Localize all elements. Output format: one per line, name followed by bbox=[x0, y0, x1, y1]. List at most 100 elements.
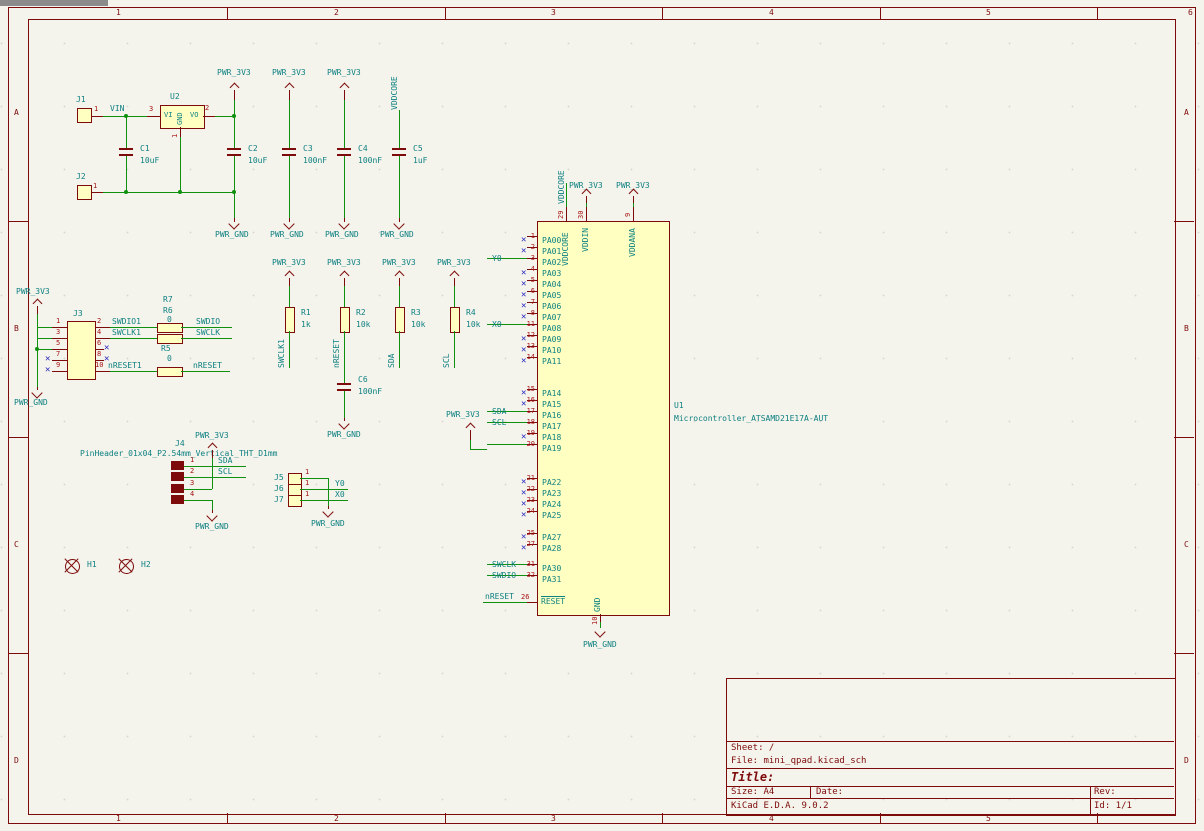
r2-resistor-body[interactable] bbox=[340, 307, 350, 333]
c5-capacitor-plate[interactable] bbox=[392, 148, 406, 150]
r7-resistor-body[interactable] bbox=[157, 334, 183, 344]
u1-pin-row[interactable]: ✕ 22 PA23 bbox=[487, 486, 561, 500]
r5-resistor-body[interactable] bbox=[157, 367, 183, 377]
j2-reference[interactable]: J2 bbox=[76, 172, 86, 181]
title-block-id[interactable]: Id: 1/1 bbox=[1094, 801, 1132, 811]
net-label[interactable]: Y0 bbox=[492, 254, 502, 263]
j6-reference[interactable]: J6 bbox=[274, 484, 284, 493]
u1-pin-row[interactable]: ✕ 24 PA25 bbox=[487, 508, 561, 522]
r3-reference[interactable]: R3 bbox=[411, 308, 421, 317]
u1-pin-row[interactable]: ✕ 12 PA09 bbox=[487, 332, 561, 346]
net-label-sda[interactable]: SDA bbox=[387, 353, 396, 368]
c6-capacitor-plate[interactable] bbox=[337, 389, 351, 391]
power-label-gnd[interactable]: PWR_GND bbox=[327, 430, 361, 439]
j3-reference[interactable]: J3 bbox=[73, 309, 83, 318]
u1-pin-row[interactable]: ✕ 16 PA15 bbox=[487, 397, 561, 411]
r6-resistor-body[interactable] bbox=[157, 323, 183, 333]
j7-reference[interactable]: J7 bbox=[274, 495, 284, 504]
title-block-rev[interactable]: Rev: bbox=[1094, 787, 1116, 797]
j4-footprint[interactable]: PinHeader_01x04_P2.54mm_Vertical_THT_D1m… bbox=[80, 449, 278, 458]
r6-reference[interactable]: R6 bbox=[163, 306, 173, 315]
r4-resistor-body[interactable] bbox=[450, 307, 460, 333]
u1-pin-row[interactable]: 11 X0 PA08 bbox=[487, 320, 561, 335]
net-label-sda[interactable]: SDA bbox=[218, 456, 233, 465]
net-label-swdio[interactable]: SWDIO bbox=[196, 317, 221, 326]
c4-reference[interactable]: C4 bbox=[358, 144, 368, 153]
c3-capacitor-plate[interactable] bbox=[282, 154, 296, 156]
net-label-y0[interactable]: Y0 bbox=[335, 479, 345, 488]
c1-reference[interactable]: C1 bbox=[140, 144, 150, 153]
u2-reference[interactable]: U2 bbox=[170, 92, 180, 101]
power-label-3v3[interactable]: PWR_3V3 bbox=[272, 68, 306, 77]
title-block-title[interactable]: Title: bbox=[731, 770, 775, 784]
r1-resistor-body[interactable] bbox=[285, 307, 295, 333]
j7-connector-body[interactable] bbox=[288, 495, 302, 507]
h2-reference[interactable]: H2 bbox=[141, 560, 151, 569]
net-label-nreset[interactable]: nRESET bbox=[193, 361, 222, 370]
r4-value[interactable]: 10k bbox=[466, 320, 481, 329]
u2-regulator-body[interactable] bbox=[160, 105, 205, 129]
power-label-gnd[interactable]: PWR_GND bbox=[195, 522, 229, 531]
net-label-scl[interactable]: SCL bbox=[218, 467, 233, 476]
power-label-gnd[interactable]: PWR_GND bbox=[325, 230, 359, 239]
c3-reference[interactable]: C3 bbox=[303, 144, 313, 153]
j2-connector-body[interactable] bbox=[77, 185, 92, 200]
power-label-gnd[interactable]: PWR_GND bbox=[583, 640, 617, 649]
j4-pad[interactable] bbox=[171, 495, 184, 504]
r5-reference[interactable]: R5 bbox=[161, 344, 171, 353]
u1-pin-row[interactable]: 18 SCL PA17 bbox=[487, 418, 561, 433]
r3-resistor-body[interactable] bbox=[395, 307, 405, 333]
net-label-swclk[interactable]: SWCLK bbox=[196, 328, 221, 337]
u1-pin-row[interactable]: 17 SDA PA16 bbox=[487, 407, 561, 422]
c6-value[interactable]: 100nF bbox=[358, 387, 383, 396]
power-label-gnd[interactable]: PWR_GND bbox=[215, 230, 249, 239]
power-label-gnd[interactable]: PWR_GND bbox=[14, 398, 48, 407]
c2-value[interactable]: 10uF bbox=[248, 156, 268, 165]
u1-value[interactable]: Microcontroller_ATSAMD21E17A-AUT bbox=[674, 414, 829, 423]
j4-reference[interactable]: J4 bbox=[175, 439, 185, 448]
c3-value[interactable]: 100nF bbox=[303, 156, 328, 165]
j1-reference[interactable]: J1 bbox=[76, 95, 86, 104]
title-block-file[interactable]: File: mini_qpad.kicad_sch bbox=[731, 756, 867, 766]
r2-value[interactable]: 10k bbox=[356, 320, 371, 329]
u1-pin-row[interactable]: ✕ 14 PA11 bbox=[487, 354, 561, 368]
r1-reference[interactable]: R1 bbox=[301, 308, 311, 317]
power-label-3v3[interactable]: PWR_3V3 bbox=[327, 68, 361, 77]
net-label[interactable]: SCL bbox=[492, 418, 507, 427]
c4-capacitor-plate[interactable] bbox=[337, 148, 351, 150]
net-label[interactable]: SWCLK bbox=[492, 560, 517, 569]
power-label-3v3[interactable]: PWR_3V3 bbox=[437, 258, 471, 267]
r5-value[interactable]: 0 bbox=[167, 354, 172, 363]
u1-pin-row[interactable]: 31 SWCLK PA30 bbox=[487, 560, 561, 575]
j4-pad[interactable] bbox=[171, 461, 184, 470]
net-label[interactable]: SDA bbox=[492, 407, 507, 416]
h1-mounting-hole[interactable] bbox=[65, 559, 80, 574]
power-label-3v3[interactable]: PWR_3V3 bbox=[327, 258, 361, 267]
net-label[interactable]: SWDIO bbox=[492, 571, 517, 580]
u1-pin-row[interactable]: ✕ 27 PA28 bbox=[487, 541, 561, 555]
power-label-3v3[interactable]: PWR_3V3 bbox=[446, 410, 480, 419]
u1-pin-row[interactable]: ✕ 13 PA10 bbox=[487, 343, 561, 357]
net-label-nreset[interactable]: nRESET bbox=[332, 339, 341, 368]
net-label[interactable]: X0 bbox=[492, 320, 502, 329]
power-label-gnd[interactable]: PWR_GND bbox=[311, 519, 345, 528]
title-block-sheet[interactable]: Sheet: / bbox=[731, 743, 775, 753]
r1-value[interactable]: 1k bbox=[301, 320, 311, 329]
u1-pin-row[interactable]: ✕ 23 PA24 bbox=[487, 497, 561, 511]
net-label-vddcore[interactable]: VDDCORE bbox=[390, 76, 399, 110]
u1-pin-row[interactable]: ✕ 8 PA07 bbox=[487, 310, 561, 324]
net-label-scl[interactable]: SCL bbox=[442, 353, 451, 368]
u1-reference[interactable]: U1 bbox=[674, 401, 684, 410]
c2-reference[interactable]: C2 bbox=[248, 144, 258, 153]
power-label-3v3[interactable]: PWR_3V3 bbox=[616, 181, 650, 190]
power-label-3v3[interactable]: PWR_3V3 bbox=[569, 181, 603, 190]
power-label-3v3[interactable]: PWR_3V3 bbox=[195, 431, 229, 440]
c3-capacitor-plate[interactable] bbox=[282, 148, 296, 150]
u1-pin-row[interactable]: 32 SWDIO PA31 bbox=[487, 571, 561, 586]
r3-value[interactable]: 10k bbox=[411, 320, 426, 329]
c5-capacitor-plate[interactable] bbox=[392, 154, 406, 156]
net-label-nreset[interactable]: nRESET bbox=[485, 592, 514, 601]
power-label-gnd[interactable]: PWR_GND bbox=[270, 230, 304, 239]
net-label-vddcore[interactable]: VDDCORE bbox=[557, 170, 566, 204]
c2-capacitor-plate[interactable] bbox=[227, 148, 241, 150]
